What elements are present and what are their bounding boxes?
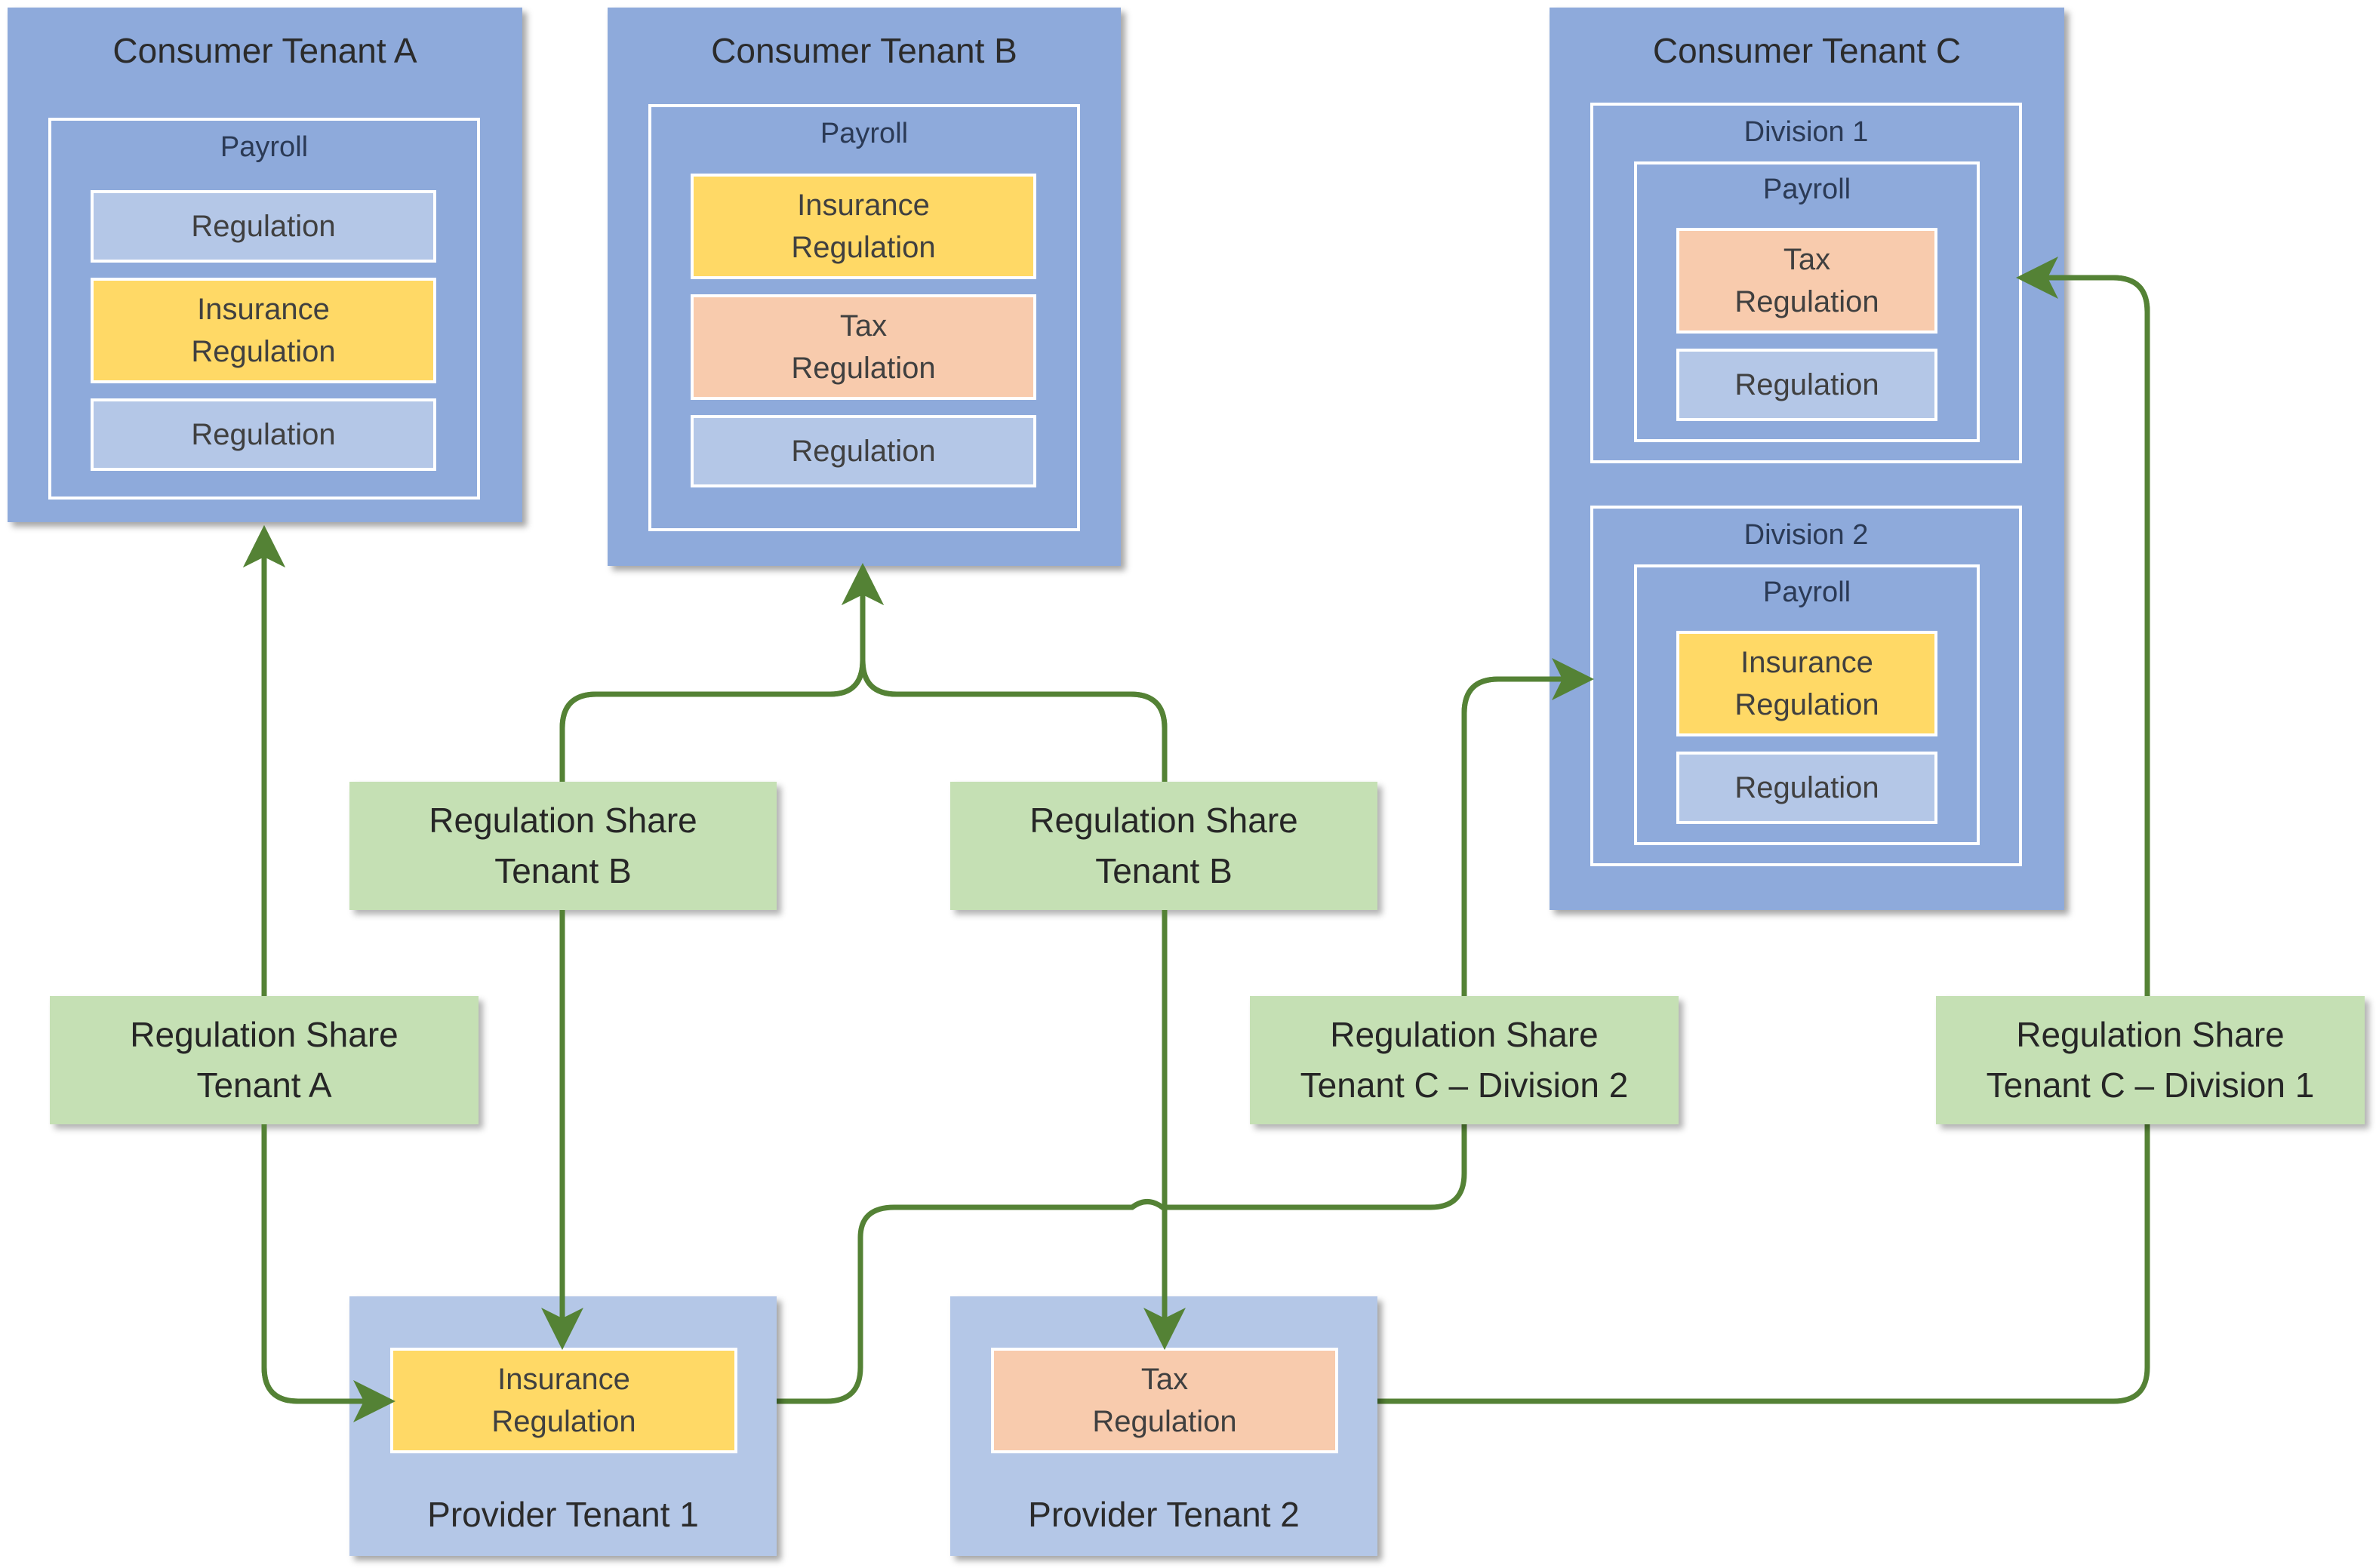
- consumer-tenant-a: Consumer Tenant A Payroll Regulation Ins…: [8, 8, 522, 522]
- regulation-box: Regulation: [1676, 349, 1937, 421]
- payroll-frame: Payroll Tax Regulation Regulation: [1634, 161, 1980, 442]
- consumer-tenant-c-title: Consumer Tenant C: [1652, 31, 1962, 70]
- provider-tenant-1: Insurance Regulation Provider Tenant 1: [349, 1296, 777, 1556]
- division-1-frame: Division 1 Payroll Tax Regulation Regula…: [1590, 103, 2022, 463]
- regulation-box: Regulation: [691, 415, 1036, 487]
- insurance-regulation-box: Insurance Regulation: [390, 1348, 737, 1453]
- connector-share-a: [243, 525, 385, 1404]
- payroll-frame: Payroll Insurance Regulation Tax Regulat…: [648, 104, 1080, 531]
- connector-share-b-right: [860, 659, 1168, 1339]
- regulation-share-tenant-a: Regulation Share Tenant A: [50, 996, 479, 1124]
- regulation-box: Regulation: [1676, 752, 1937, 824]
- consumer-tenant-b-title: Consumer Tenant B: [711, 31, 1017, 70]
- tax-regulation-box: Tax Regulation: [691, 294, 1036, 400]
- division-1-label: Division 1: [1743, 116, 1869, 148]
- regulation-share-tenant-c-division-1: Regulation Share Tenant C – Division 1: [1936, 996, 2365, 1124]
- regulation-share-tenant-c-division-2: Regulation Share Tenant C – Division 2: [1250, 996, 1679, 1124]
- provider-tenant-1-title: Provider Tenant 1: [427, 1495, 699, 1534]
- provider-tenant-2-title: Provider Tenant 2: [1028, 1495, 1300, 1534]
- payroll-label: Payroll: [220, 131, 309, 163]
- division-2-label: Division 2: [1743, 519, 1869, 551]
- tax-regulation-box: Tax Regulation: [991, 1348, 1338, 1453]
- payroll-label: Payroll: [1762, 576, 1851, 608]
- payroll-label: Payroll: [1762, 174, 1851, 205]
- consumer-tenant-a-title: Consumer Tenant A: [112, 31, 417, 70]
- payroll-frame: Payroll Regulation Insurance Regulation …: [48, 118, 480, 500]
- regulation-box: Regulation: [91, 398, 436, 471]
- payroll-frame: Payroll Insurance Regulation Regulation: [1634, 564, 1980, 845]
- consumer-tenant-c: Consumer Tenant C Division 1 Payroll Tax…: [1550, 8, 2064, 910]
- division-2-frame: Division 2 Payroll Insurance Regulation …: [1590, 506, 2022, 866]
- tax-regulation-box: Tax Regulation: [1676, 228, 1937, 334]
- consumer-tenant-b: Consumer Tenant B Payroll Insurance Regu…: [608, 8, 1121, 566]
- insurance-regulation-box: Insurance Regulation: [1676, 631, 1937, 736]
- payroll-label: Payroll: [820, 118, 909, 149]
- connector-share-b-left: [559, 563, 884, 1339]
- regulation-box: Regulation: [91, 190, 436, 263]
- regulation-share-tenant-b-left: Regulation Share Tenant B: [349, 782, 777, 910]
- provider-tenant-2: Tax Regulation Provider Tenant 2: [950, 1296, 1377, 1556]
- regulation-share-tenant-b-right: Regulation Share Tenant B: [950, 782, 1377, 910]
- insurance-regulation-box: Insurance Regulation: [691, 174, 1036, 279]
- insurance-regulation-box: Insurance Regulation: [91, 278, 436, 383]
